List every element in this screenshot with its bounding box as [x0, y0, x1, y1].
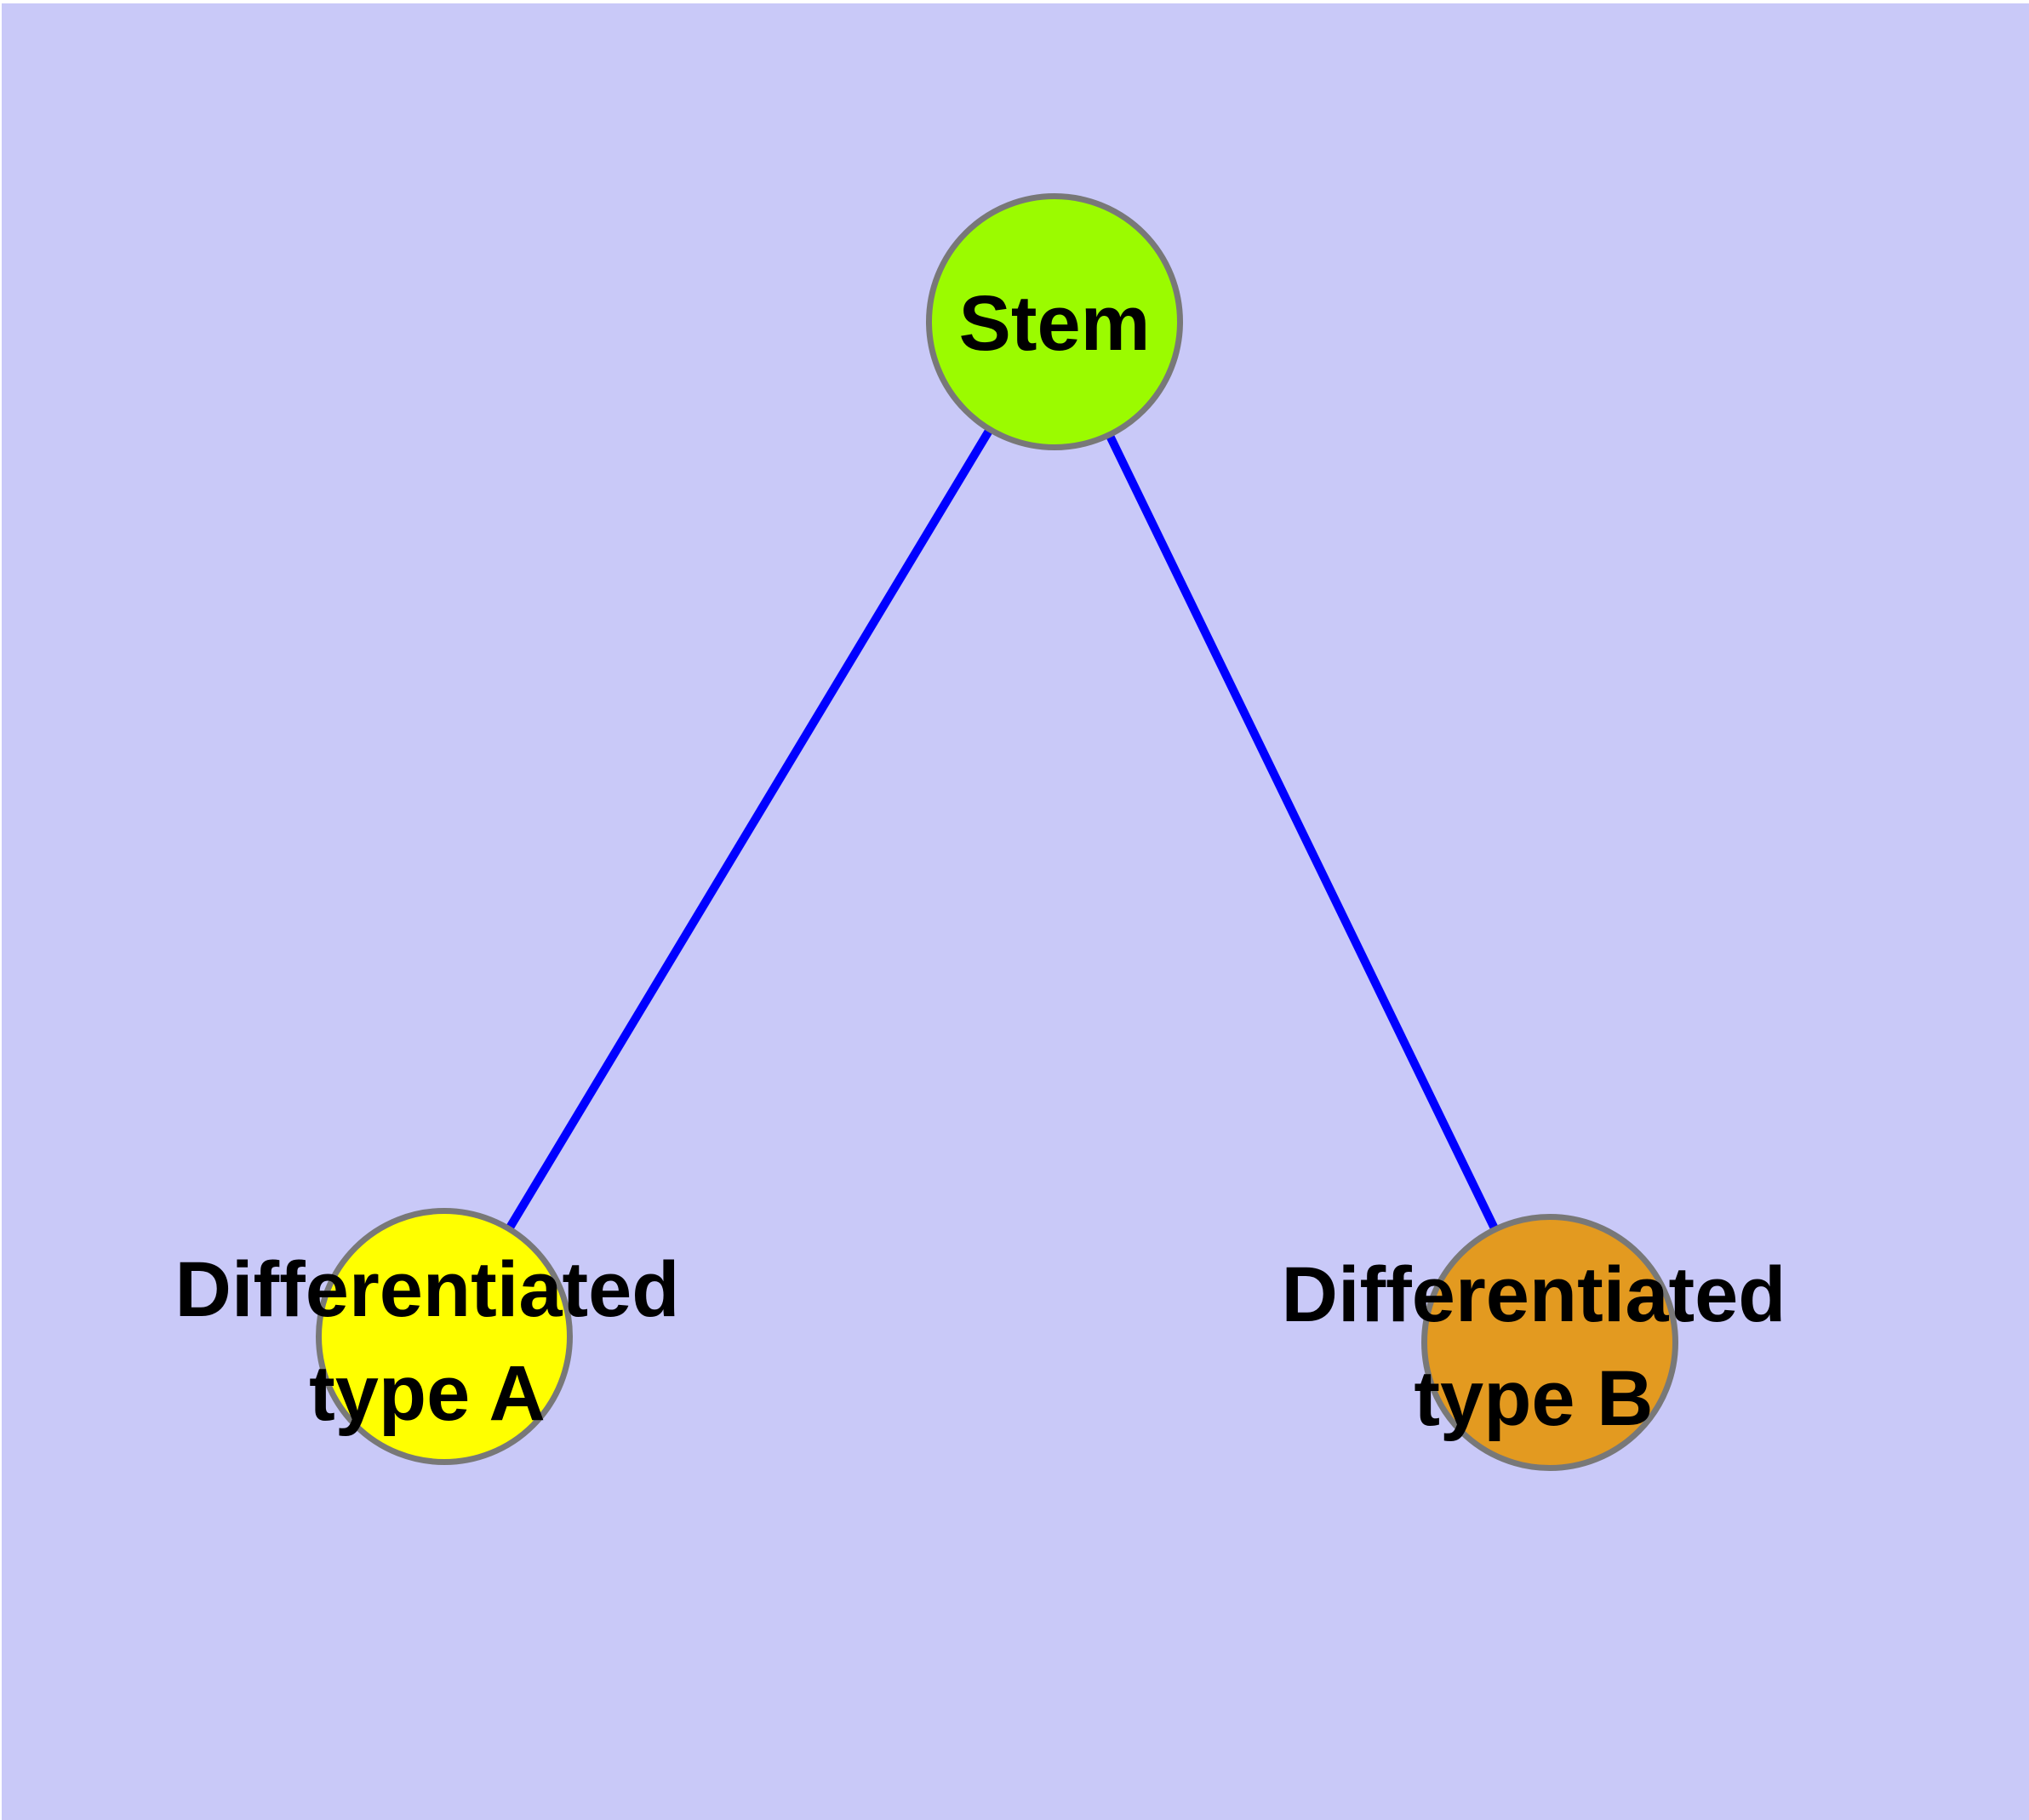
- node-stem-label-line: Stem: [958, 280, 1151, 367]
- node-type-a-label-line-1: Differentiated: [174, 1246, 680, 1333]
- edge-stem-to-type-b: [1050, 319, 1554, 1345]
- edge-layer: [440, 319, 1554, 1345]
- node-differentiated-type-a-label: Differentiated type A: [175, 1238, 680, 1445]
- node-differentiated-type-b-label: Differentiated type B: [1282, 1243, 1786, 1451]
- node-stem: [926, 193, 1183, 450]
- node-stem-label: Stem: [959, 272, 1151, 375]
- node-type-b-label-line-2: type B: [1414, 1355, 1654, 1442]
- node-type-b-label-line-1: Differentiated: [1281, 1251, 1786, 1338]
- node-type-a-label-line-2: type A: [309, 1350, 546, 1437]
- diagram-canvas: Stem Differentiated type A Differentiate…: [2, 3, 2029, 1820]
- edge-stem-to-type-a: [440, 319, 1059, 1339]
- node-differentiated-type-a: [316, 1208, 573, 1465]
- node-differentiated-type-b: [1421, 1214, 1678, 1471]
